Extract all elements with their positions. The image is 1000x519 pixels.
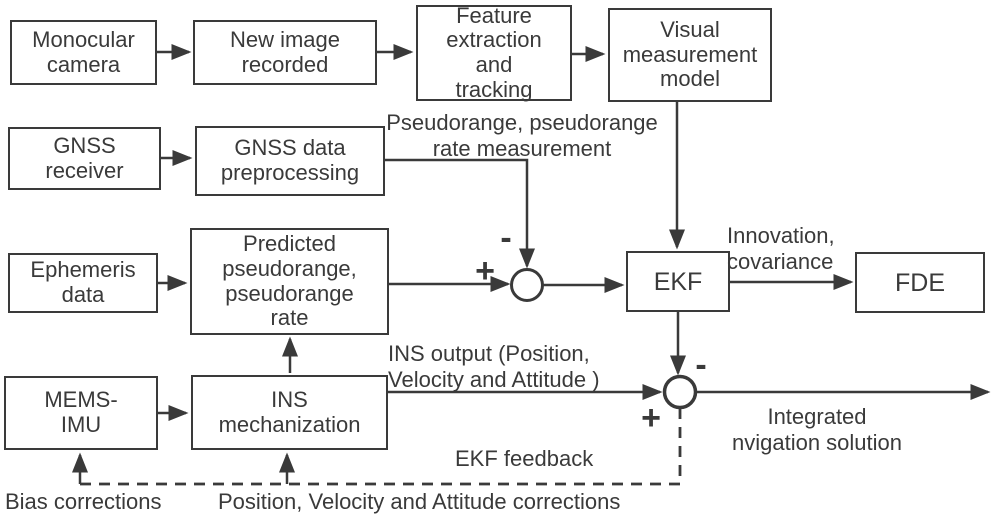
box-predicted-pseudorange: Predicted pseudorange, pseudorange rate <box>190 228 389 335</box>
label-integrated-solution: Integrated nvigation solution <box>731 404 902 455</box>
label-ekf-feedback: EKF feedback <box>455 446 594 471</box>
sum-junction-1 <box>510 268 544 302</box>
sum1-minus-sign: - <box>500 219 512 257</box>
box-mems-imu: MEMS- IMU <box>4 376 158 450</box>
label-innovation-covariance: Innovation, covariance <box>727 223 835 274</box>
box-fde: FDE <box>855 252 985 313</box>
box-gnss-preprocessing: GNSS data preprocessing <box>195 126 385 196</box>
box-new-image-recorded: New image recorded <box>193 20 377 85</box>
sum-junction-2 <box>662 374 698 410</box>
sum2-plus-sign: + <box>641 399 661 437</box>
dashed-ekf-feedback <box>80 408 682 486</box>
box-feature-extraction: Feature extraction and tracking <box>416 3 572 101</box>
box-visual-measurement: Visual measurement model <box>608 8 772 102</box>
sum2-minus-sign: - <box>695 346 707 384</box>
box-ekf: EKF <box>626 251 730 312</box>
box-ephemeris-data: Ephemeris data <box>8 253 158 313</box>
arrow-preprocessing-to-sum1 <box>385 158 536 269</box>
label-pseudorange-measurement: Pseudorange, pseudorange rate measuremen… <box>386 110 658 161</box>
sum1-plus-sign: + <box>475 252 495 290</box>
label-pva-corrections: Position, Velocity and Attitude correcti… <box>218 489 621 514</box>
label-bias-corrections: Bias corrections <box>5 489 162 514</box>
box-monocular-camera: Monocular camera <box>10 20 157 85</box>
label-ins-output: INS output (Position, Velocity and Attit… <box>388 341 600 392</box>
box-gnss-receiver: GNSS receiver <box>8 127 161 190</box>
box-ins-mechanization: INS mechanization <box>191 375 388 450</box>
